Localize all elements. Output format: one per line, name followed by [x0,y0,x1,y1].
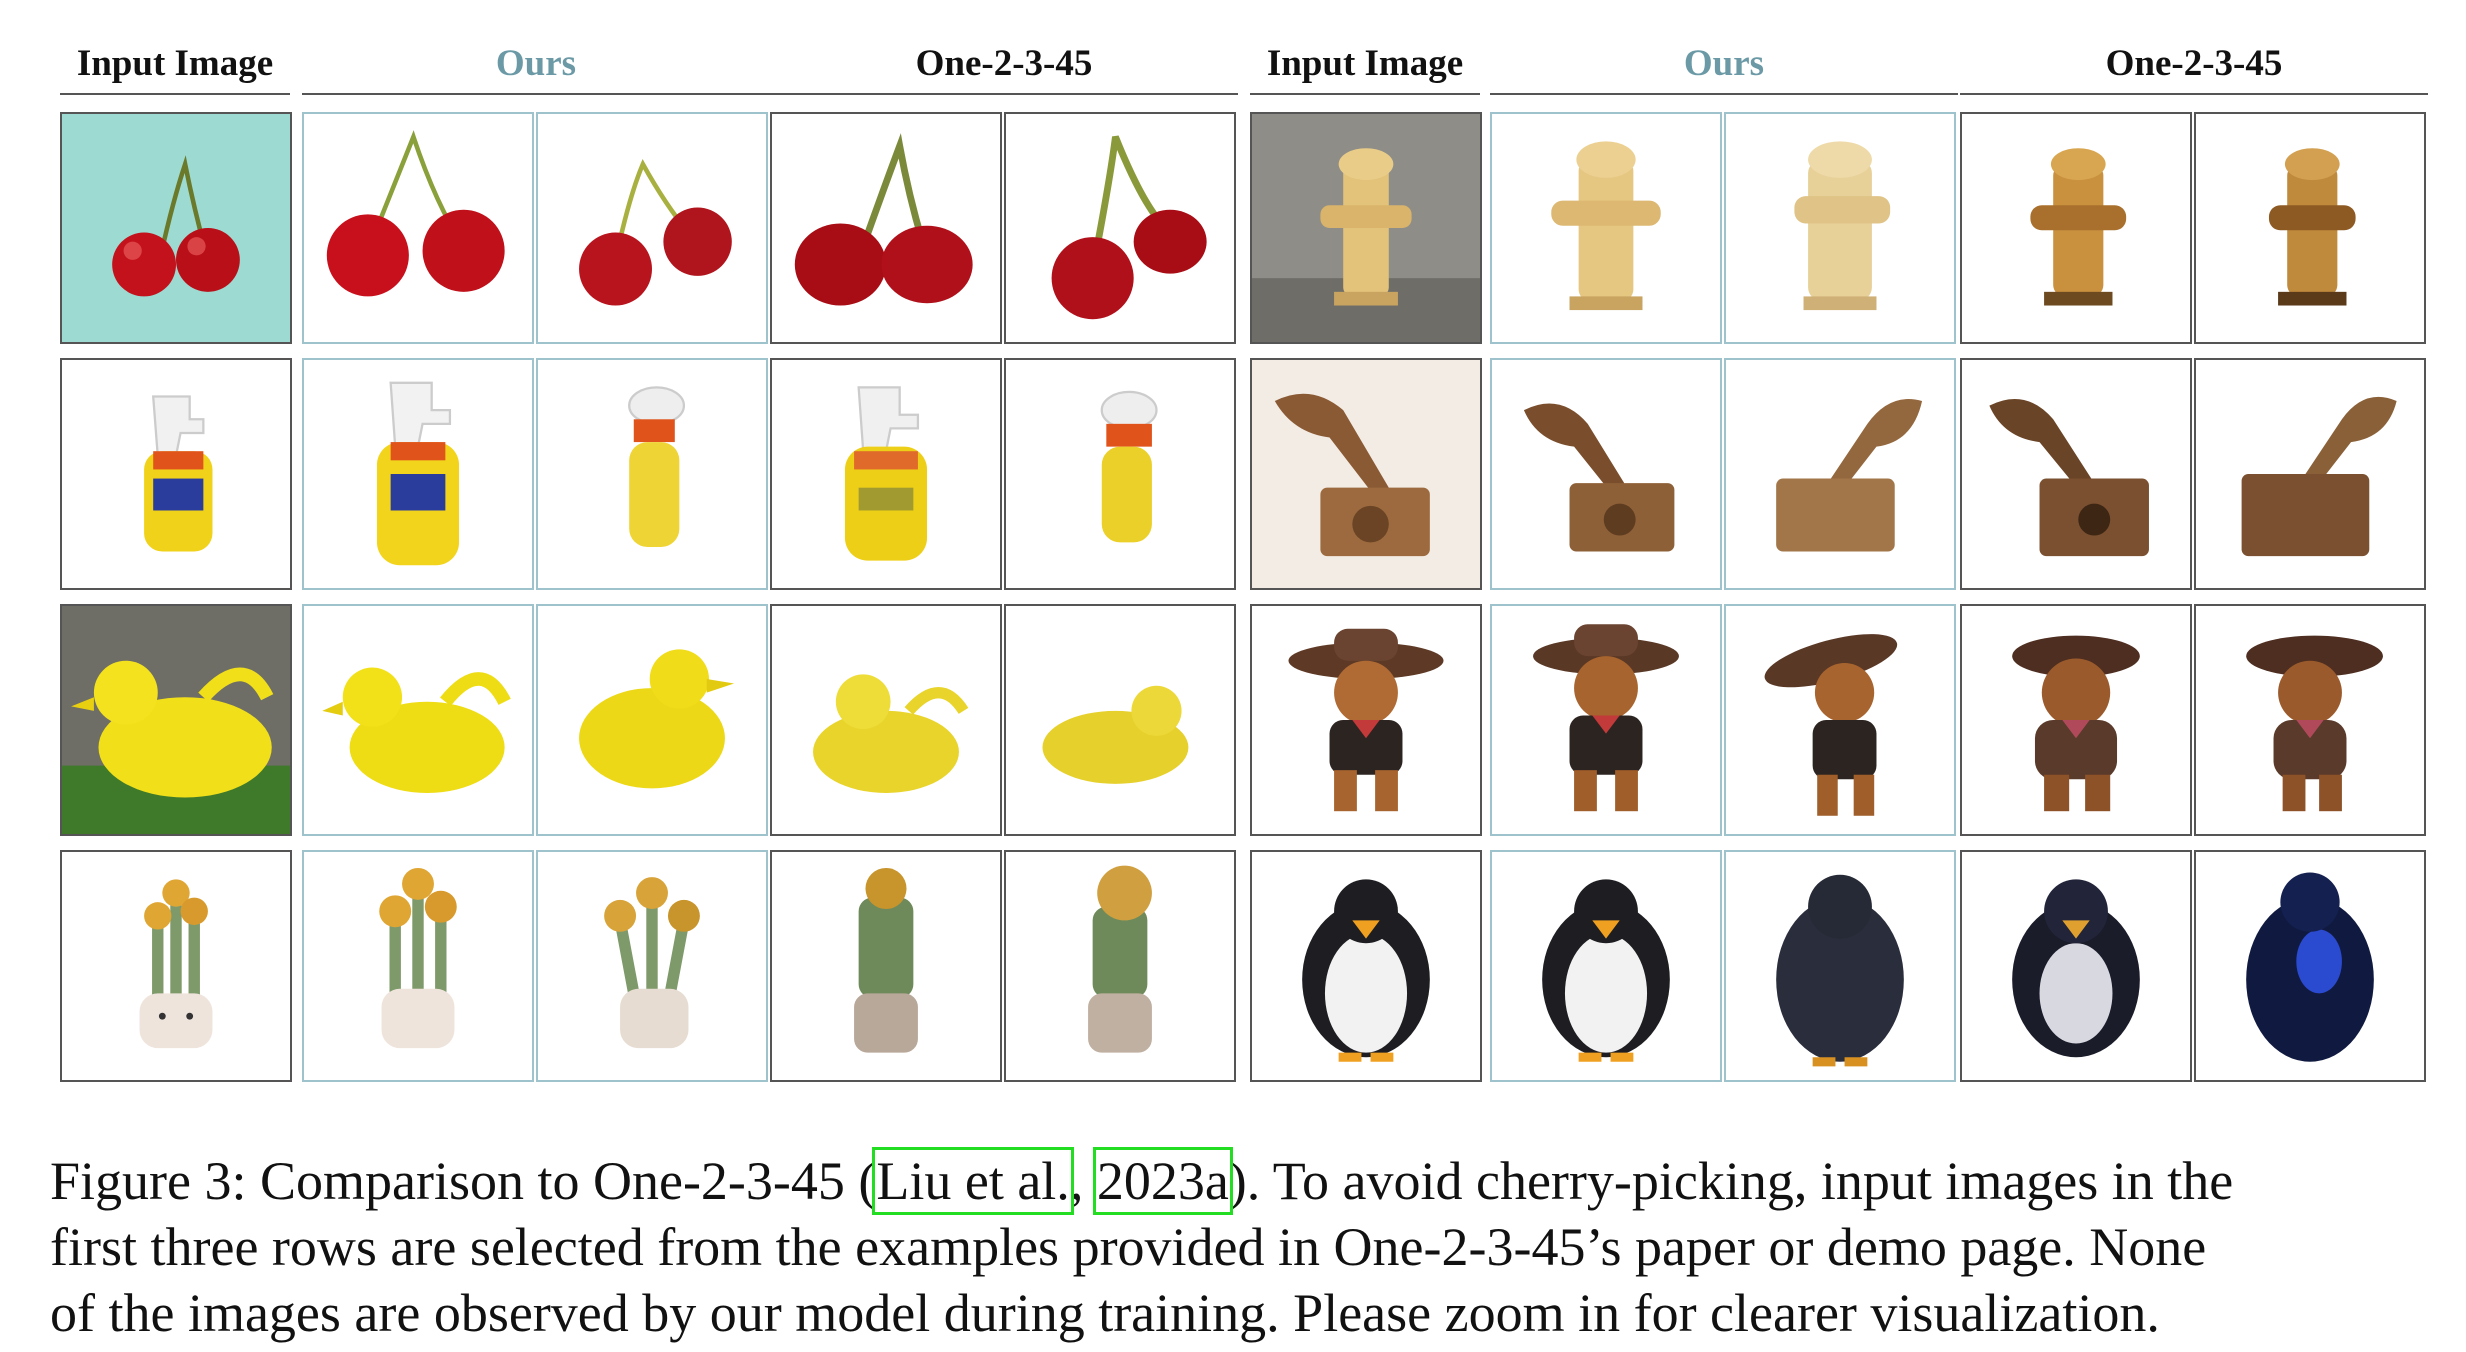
ours-view-spray-bottle-1 [302,358,534,590]
header-underline [1960,93,2428,95]
baseline-view-gramophone-2 [2194,358,2426,590]
ours-view-duck-2 [536,604,768,836]
ours-view-cowboy-bear-2 [1724,604,1956,836]
header-underline [302,93,770,95]
header-underline [1250,93,1480,95]
baseline-view-penguin-1 [1960,850,2192,1082]
baseline-view-spray-bottle-2 [1004,358,1236,590]
input-image-spray-bottle [60,358,292,590]
baseline-view-cherries-2 [1004,112,1236,344]
baseline-view-hydrant-1 [1960,112,2192,344]
figure-caption: Figure 3: Comparison to One-2-3-45 (Liu … [50,1147,2430,1346]
ours-view-flower-plush-2 [536,850,768,1082]
ours-view-cherries-2 [536,112,768,344]
baseline-view-duck-1 [770,604,1002,836]
header-ours-left: Ours [495,42,577,84]
header-input-image-left: Input Image [76,42,274,84]
ours-view-gramophone-2 [1724,358,1956,590]
citation-year-link[interactable]: 2023a [1092,1147,1233,1215]
baseline-view-flower-plush-2 [1004,850,1236,1082]
ours-view-hydrant-2 [1724,112,1956,344]
ours-view-penguin-1 [1490,850,1722,1082]
caption-line-2: first three rows are selected from the e… [50,1217,2207,1277]
input-image-penguin [1250,850,1482,1082]
baseline-view-cowboy-bear-2 [2194,604,2426,836]
input-image-gramophone [1250,358,1482,590]
input-image-cherries [60,112,292,344]
header-underline [60,93,290,95]
header-underline [770,93,1238,95]
baseline-view-cowboy-bear-1 [1960,604,2192,836]
ours-view-duck-1 [302,604,534,836]
header-baseline-right: One-2-3-45 [2105,42,2283,84]
input-image-hydrant [1250,112,1482,344]
caption-text: ). To avoid cherry-picking, input images… [1228,1151,2234,1211]
baseline-view-hydrant-2 [2194,112,2426,344]
caption-text: Figure 3: Comparison to One-2-3-45 ( [50,1151,877,1211]
baseline-view-penguin-2 [2194,850,2426,1082]
caption-text: , [1069,1151,1097,1211]
baseline-view-cherries-1 [770,112,1002,344]
input-image-flower-plush [60,850,292,1082]
ours-view-spray-bottle-2 [536,358,768,590]
ours-view-cowboy-bear-1 [1490,604,1722,836]
ours-view-flower-plush-1 [302,850,534,1082]
input-image-cowboy-bear [1250,604,1482,836]
baseline-view-duck-2 [1004,604,1236,836]
ours-view-hydrant-1 [1490,112,1722,344]
caption-line-1: Figure 3: Comparison to One-2-3-45 (Liu … [50,1147,2430,1215]
baseline-view-spray-bottle-1 [770,358,1002,590]
citation-author-link[interactable]: Liu et al. [872,1147,1074,1215]
input-image-duck [60,604,292,836]
baseline-view-flower-plush-1 [770,850,1002,1082]
ours-view-cherries-1 [302,112,534,344]
header-ours-right: Ours [1683,42,1765,84]
header-baseline-left: One-2-3-45 [915,42,1093,84]
ours-view-gramophone-1 [1490,358,1722,590]
caption-line-3: of the images are observed by our model … [50,1283,2160,1343]
header-input-image-right: Input Image [1266,42,1464,84]
baseline-view-gramophone-1 [1960,358,2192,590]
header-underline [1490,93,1958,95]
ours-view-penguin-2 [1724,850,1956,1082]
